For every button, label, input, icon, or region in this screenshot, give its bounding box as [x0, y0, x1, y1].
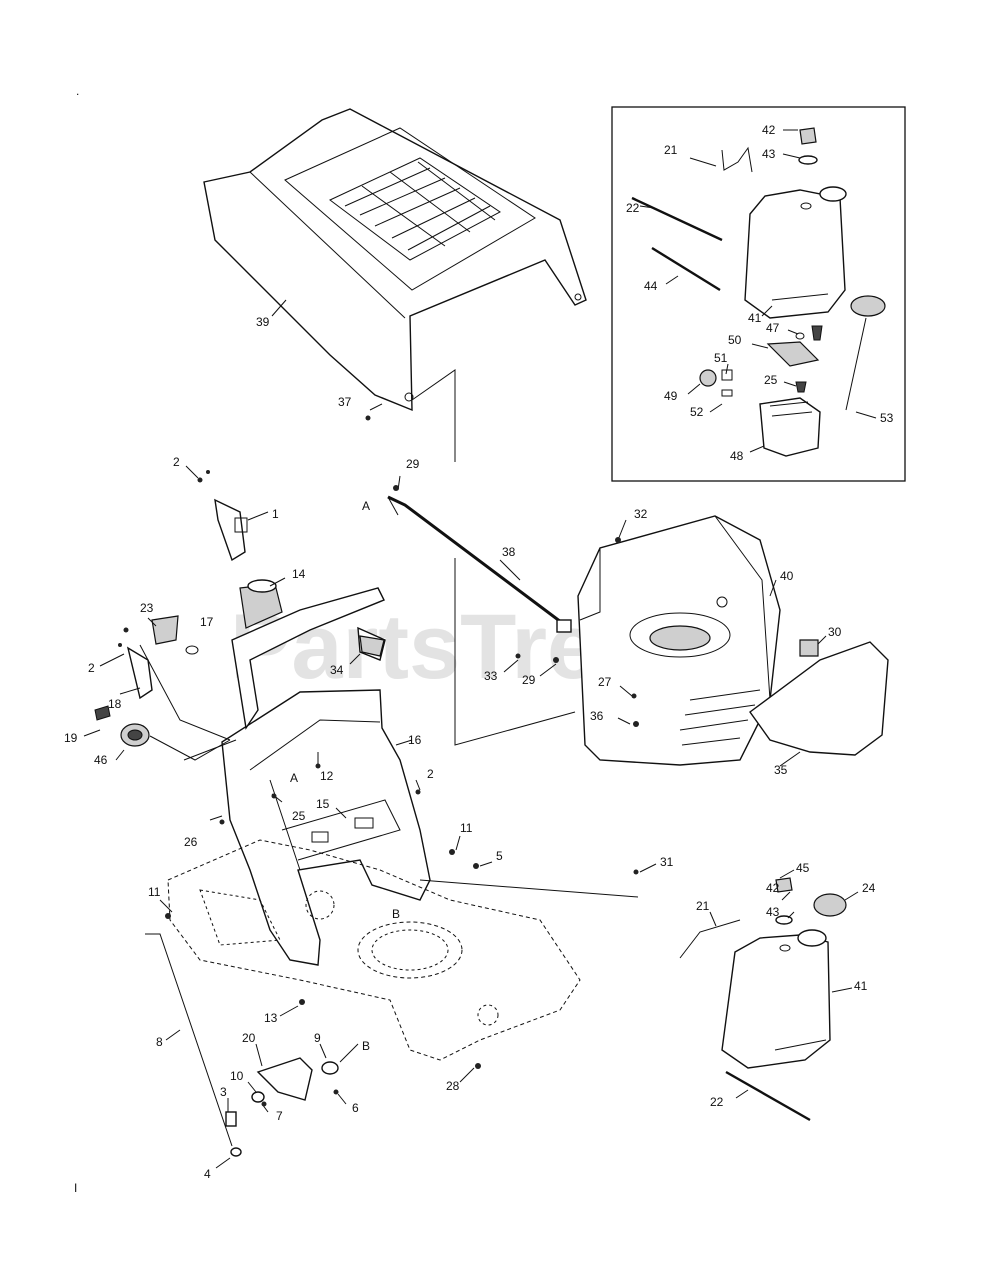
- tie-rod: [387, 495, 572, 633]
- callout-46: 46: [94, 753, 108, 767]
- callout-5: 5: [496, 849, 503, 863]
- callout-34: 34: [330, 663, 344, 677]
- callout-53: 53: [880, 411, 894, 425]
- callout-45: 45: [796, 861, 810, 875]
- key-switch-assembly: [214, 498, 248, 562]
- callout-2: 2: [88, 661, 95, 675]
- callout-39: 39: [256, 315, 270, 329]
- fastener-30: [799, 639, 819, 657]
- callout-32: 32: [634, 507, 648, 521]
- callout-40: 40: [780, 569, 794, 583]
- callout-16: 16: [408, 733, 422, 747]
- callout-37: 37: [338, 395, 352, 409]
- callout-31: 31: [660, 855, 674, 869]
- callout-6: 6: [352, 1101, 359, 1115]
- callout-41: 41: [854, 979, 868, 993]
- callout-28: 28: [446, 1079, 460, 1093]
- callout-2: 2: [427, 767, 434, 781]
- hood: [203, 108, 587, 412]
- callout-B: B: [392, 907, 400, 921]
- fuel-tank: [679, 877, 847, 1122]
- callout-44: 44: [644, 279, 658, 293]
- callout-10: 10: [230, 1069, 244, 1083]
- callout-50: 50: [728, 333, 742, 347]
- callout-20: 20: [242, 1031, 256, 1045]
- steering-bracket: [225, 1057, 339, 1127]
- switch-boot: [239, 579, 283, 629]
- callout-42: 42: [762, 123, 776, 137]
- callout-36: 36: [590, 709, 604, 723]
- callout-2: 2: [173, 455, 180, 469]
- callout-18: 18: [108, 697, 122, 711]
- callout-48: 48: [730, 449, 744, 463]
- callout-17: 17: [200, 615, 214, 629]
- callout-47: 47: [766, 321, 780, 335]
- inset-small-parts: [631, 127, 886, 457]
- callout-12: 12: [320, 769, 334, 783]
- callout-25: 25: [292, 809, 306, 823]
- callout-49: 49: [664, 389, 678, 403]
- callout-11: 11: [460, 821, 473, 835]
- hood-front-grille: [577, 515, 781, 766]
- callout-25: 25: [764, 373, 778, 387]
- callout-51: 51: [714, 351, 728, 365]
- callout-41: 41: [748, 311, 762, 325]
- callout-21: 21: [664, 143, 678, 157]
- callout-38: 38: [502, 545, 516, 559]
- throttle-control: [94, 615, 199, 747]
- rod-8: [145, 933, 242, 1157]
- callout-33: 33: [484, 669, 498, 683]
- callout-11: 11: [148, 885, 161, 899]
- callout-15: 15: [316, 797, 330, 811]
- page-mark-top: .: [76, 84, 79, 98]
- callout-A: A: [290, 771, 298, 785]
- connector-lines: [183, 369, 639, 898]
- callout-14: 14: [292, 567, 306, 581]
- inset-frame: [611, 106, 906, 482]
- callout-29: 29: [522, 673, 536, 687]
- callout-1: 1: [272, 507, 279, 521]
- callout-19: 19: [64, 731, 78, 745]
- page-mark-bottom: I: [74, 1181, 77, 1195]
- callout-27: 27: [598, 675, 612, 689]
- callout-24: 24: [862, 881, 876, 895]
- callout-26: 26: [184, 835, 198, 849]
- callout-3: 3: [220, 1085, 227, 1099]
- callout-21: 21: [696, 899, 710, 913]
- callout-labels: 39 37 2 1 14 23 17 2 18 19 46 34 16 A 12…: [64, 123, 894, 1181]
- callout-23: 23: [140, 601, 154, 615]
- callout-B: B: [362, 1039, 370, 1053]
- callout-29: 29: [406, 457, 420, 471]
- callout-52: 52: [690, 405, 704, 419]
- callout-22: 22: [626, 201, 640, 215]
- callout-22: 22: [710, 1095, 724, 1109]
- chassis-frame: [167, 839, 581, 1061]
- callout-13: 13: [264, 1011, 278, 1025]
- dash-panel: [221, 689, 431, 966]
- callout-43: 43: [762, 147, 776, 161]
- callout-4: 4: [204, 1167, 211, 1181]
- callout-A: A: [362, 499, 370, 513]
- hardware-fasteners: [118, 415, 639, 1107]
- callout-42: 42: [766, 881, 780, 895]
- fuel-tank-inset: [744, 186, 847, 319]
- bracket-34: [359, 635, 385, 657]
- callout-43: 43: [766, 905, 780, 919]
- callout-8: 8: [156, 1035, 163, 1049]
- choke-cable: [139, 644, 231, 761]
- callout-7: 7: [276, 1109, 283, 1123]
- callout-9: 9: [314, 1031, 321, 1045]
- lens-35: [749, 641, 889, 756]
- callout-30: 30: [828, 625, 842, 639]
- callout-35: 35: [774, 763, 788, 777]
